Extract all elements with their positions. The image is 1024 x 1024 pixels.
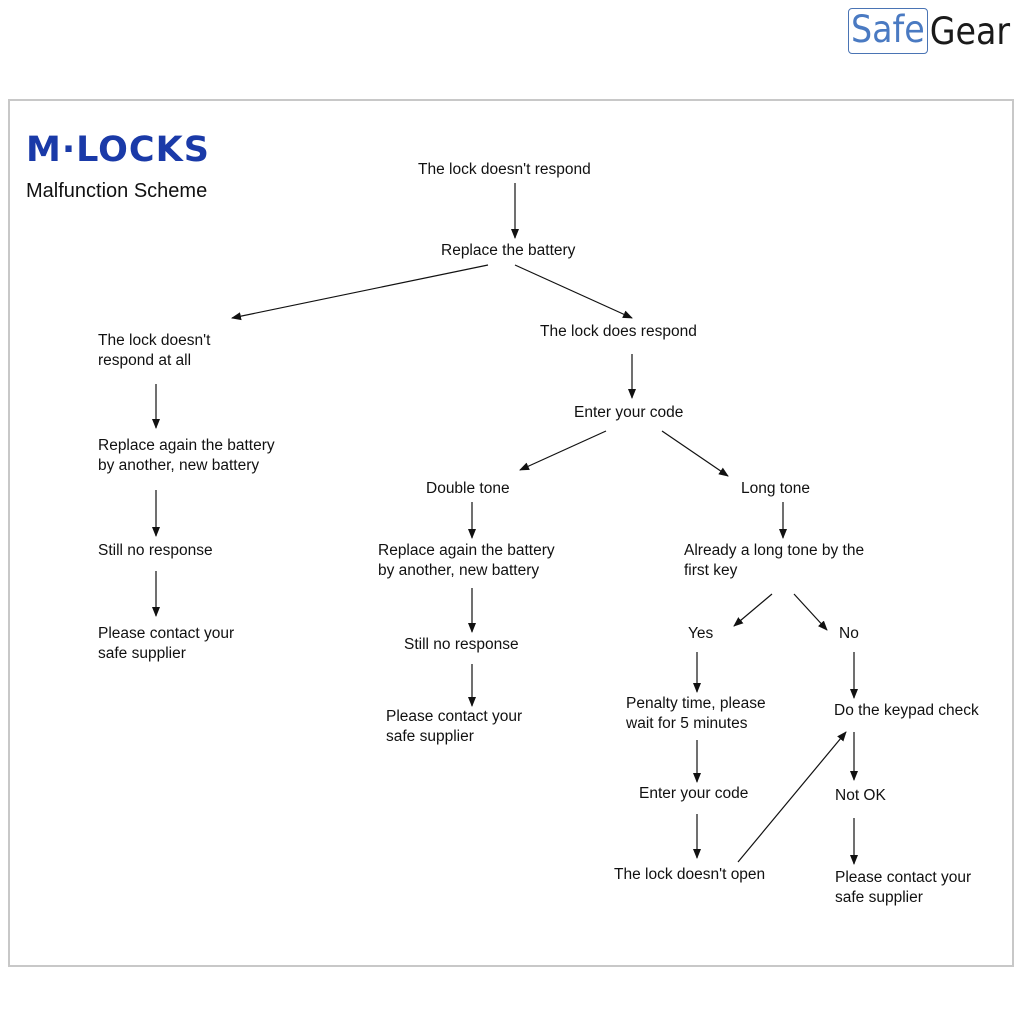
node-no: No [839,625,859,642]
node-yes: Yes [688,625,714,642]
node-double-tone: Double tone [426,480,510,497]
arrow-already-to-no [793,593,828,631]
node-long-tone: Long tone [741,480,810,497]
arrow-battery-to-does-respond [514,264,633,319]
safegear-logo-gear: Gear [929,9,1011,53]
node-left-still-no: Still no response [98,542,213,559]
arrow-code-to-double [519,430,607,471]
node-mid-replace-again: Replace again the battery by another, ne… [378,542,555,579]
node-doesnt-open: The lock doesn't open [614,866,766,883]
node-already-long: Already a long tone by the first key [684,542,865,579]
node-keypad-check: Do the keypad check [834,702,979,719]
node-enter-code-2: Enter your code [639,785,749,802]
node-enter-code: Enter your code [574,404,684,421]
node-penalty: Penalty time, please wait for 5 minutes [626,695,766,732]
node-left-replace-again: Replace again the battery by another, ne… [98,437,275,474]
arrow-battery-to-no-respond [231,264,489,321]
mlocks-logo: M·LOCKS [26,130,210,170]
node-left-contact: Please contact your safe supplier [98,625,235,662]
safegear-logo-safe: Safe [848,8,928,54]
node-no-respond-at-all: The lock doesn't respond at all [98,332,211,369]
node-right-contact: Please contact your safe supplier [835,869,972,906]
node-mid-contact: Please contact your safe supplier [386,708,523,745]
node-does-respond: The lock does respond [540,323,697,340]
node-mid-still-no: Still no response [404,636,519,653]
diagram-frame [8,99,1014,967]
arrow-code-to-long [661,430,729,477]
diagram-subtitle: Malfunction Scheme [26,180,208,202]
arrow-doesnt-open-to-keypad [737,731,847,863]
arrow-already-to-yes [733,593,773,627]
node-replace-battery: Replace the battery [441,242,576,259]
node-start: The lock doesn't respond [418,161,591,178]
node-not-ok: Not OK [835,787,886,804]
